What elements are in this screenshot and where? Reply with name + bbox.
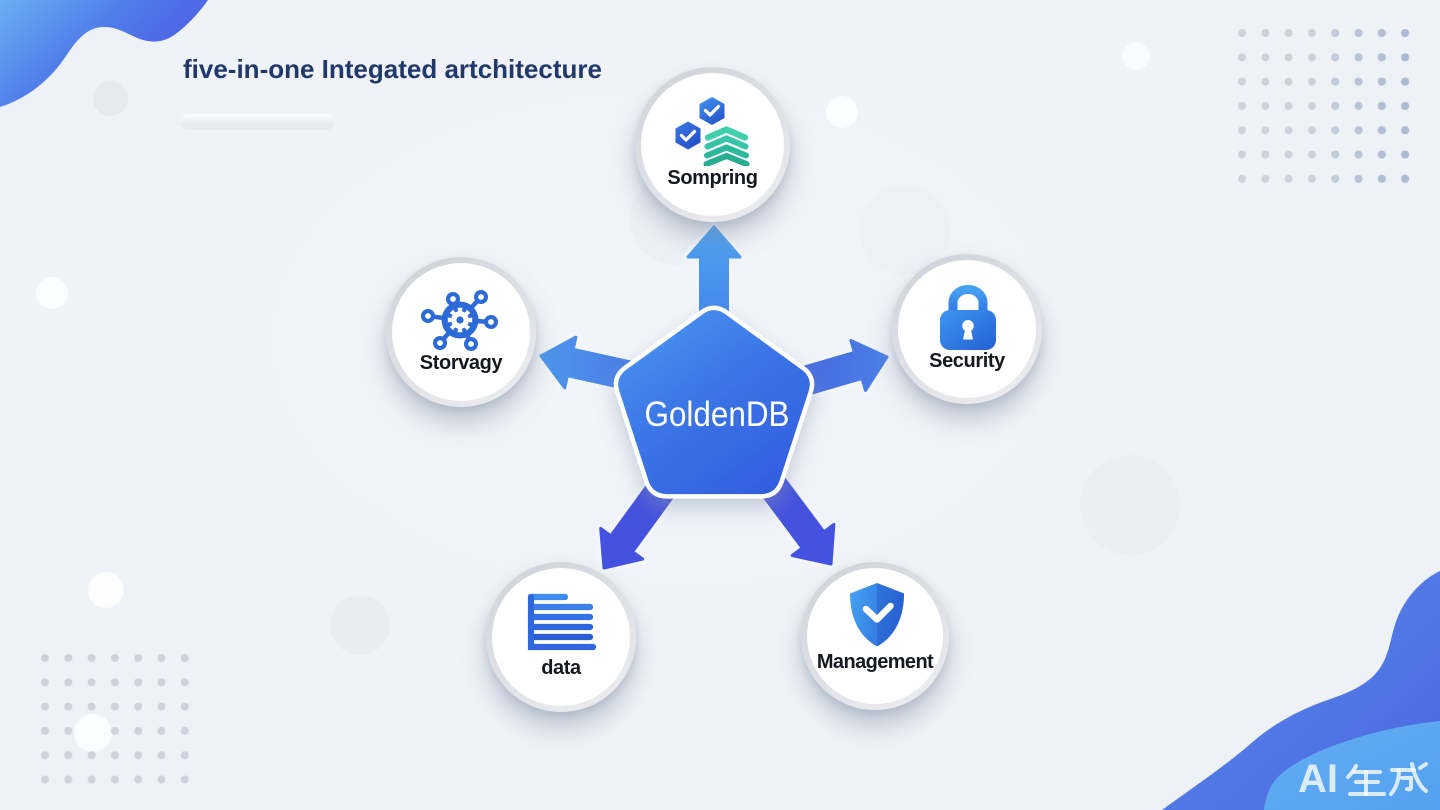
svg-text:AI: AI: [1298, 758, 1338, 800]
svg-text:GoldenDB: GoldenDB: [645, 395, 790, 434]
